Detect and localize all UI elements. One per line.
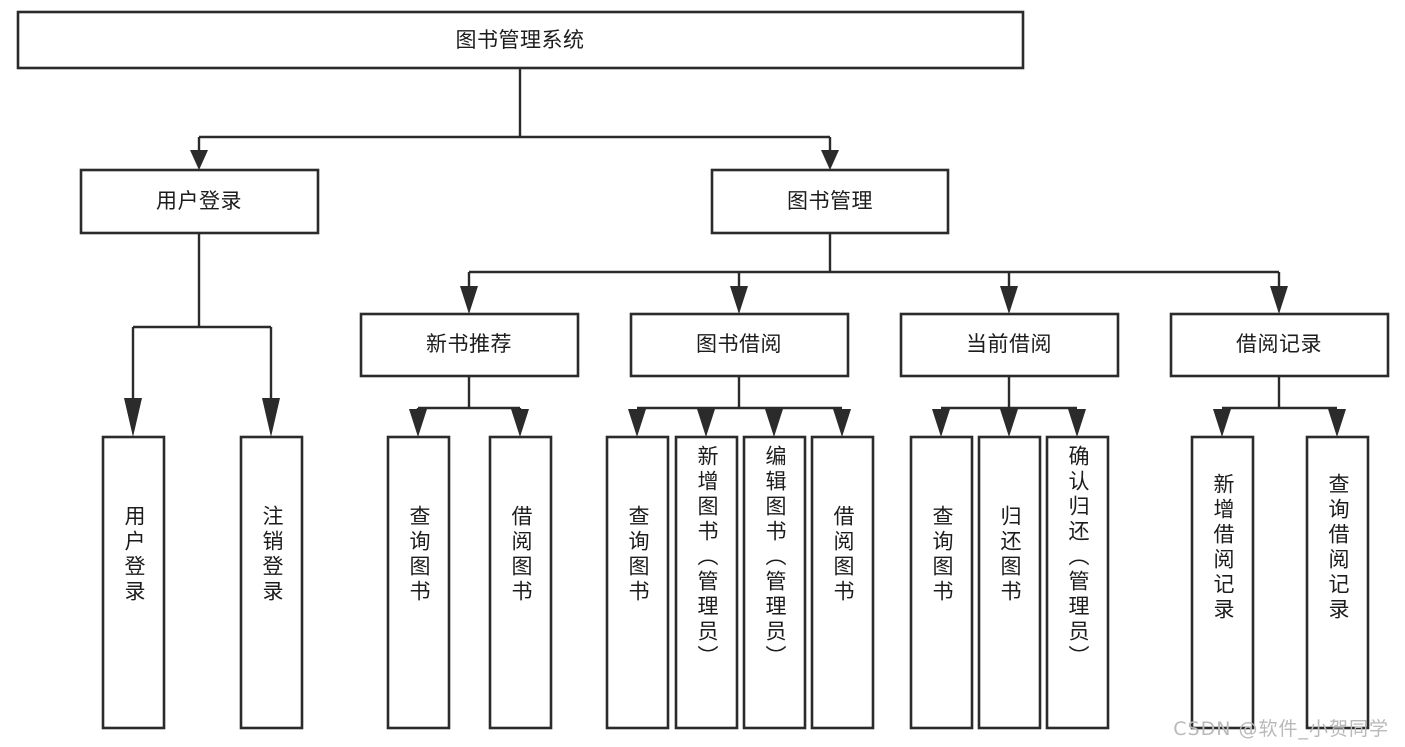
node-leaf-user-logout[interactable] <box>239 435 304 730</box>
arrowhead-leaf-borrow-book-1 <box>511 409 529 437</box>
arrowhead-leaf-edit-book <box>765 409 783 437</box>
node-book-borrow-label: 图书借阅 <box>696 332 782 356</box>
node-leaf-add-record[interactable] <box>1190 435 1255 730</box>
node-leaf-add-book[interactable] <box>674 435 739 730</box>
node-leaf-query-book-2[interactable] <box>605 435 670 730</box>
arrowhead-leaf-query-book-3 <box>932 409 950 437</box>
node-leaf-query-record[interactable] <box>1305 435 1370 730</box>
node-leaf-query-book-3[interactable] <box>909 435 974 730</box>
node-new-book-recommend-label: 新书推荐 <box>426 332 512 356</box>
node-current-borrow[interactable] <box>899 312 1120 378</box>
node-book-manage-label: 图书管理 <box>787 189 873 213</box>
arrowhead-book-borrow <box>730 286 748 314</box>
arrowhead-borrow-record <box>1270 286 1288 314</box>
node-leaf-borrow-book-1[interactable] <box>488 435 553 730</box>
node-borrow-record[interactable] <box>1169 312 1390 378</box>
arrowhead-user-login <box>190 150 208 170</box>
arrowhead-book-manage <box>821 150 839 170</box>
arrowhead-leaf-confirm-return <box>1068 409 1086 437</box>
node-layer: 图书管理系统 用户登录 图书管理 新书推荐 图书借阅 当前借阅 借阅记录 <box>16 10 1390 730</box>
arrowhead-new-book-recommend <box>460 286 478 314</box>
node-leaf-confirm-return[interactable] <box>1045 435 1110 730</box>
node-leaf-query-book-1[interactable] <box>386 435 451 730</box>
node-root[interactable] <box>16 10 1025 70</box>
arrowhead-leaf-query-book-1 <box>409 409 427 437</box>
arrowhead-leaf-query-record <box>1328 409 1346 437</box>
connector-layer <box>124 68 1346 437</box>
node-leaf-edit-book[interactable] <box>742 435 807 730</box>
arrowhead-leaf-borrow-book-2 <box>833 409 851 437</box>
node-new-book-recommend[interactable] <box>359 312 580 378</box>
arrowhead-leaf-query-book-2 <box>628 409 646 437</box>
arrowhead-leaf-add-book <box>697 409 715 437</box>
node-leaf-return-book[interactable] <box>977 435 1042 730</box>
node-root-label: 图书管理系统 <box>456 28 585 52</box>
node-borrow-record-label: 借阅记录 <box>1236 332 1322 356</box>
node-leaf-borrow-book-2[interactable] <box>810 435 875 730</box>
node-current-borrow-label: 当前借阅 <box>966 332 1052 356</box>
watermark-text: CSDN @软件_小贺同学 <box>1173 718 1389 740</box>
arrowhead-current-borrow <box>1000 286 1018 314</box>
node-user-login-label: 用户登录 <box>156 189 242 213</box>
arrowhead-leaf-return-book <box>1000 409 1018 437</box>
arrowhead-leaf-add-record <box>1213 409 1231 437</box>
node-book-borrow[interactable] <box>629 312 850 378</box>
node-leaf-user-login[interactable] <box>101 435 166 730</box>
node-book-manage[interactable] <box>710 168 950 235</box>
arrowhead-leaf-user-logout <box>262 398 280 437</box>
arrowhead-leaf-user-login <box>124 398 142 437</box>
node-user-login[interactable] <box>79 168 320 235</box>
